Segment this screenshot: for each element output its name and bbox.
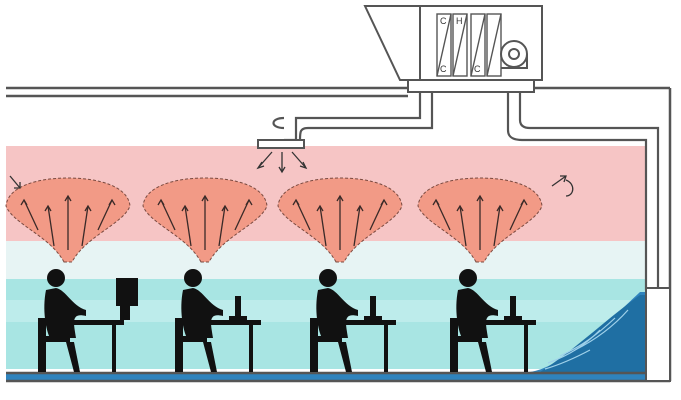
- ahu-intake-hood: [365, 6, 420, 80]
- coil-label-3: C: [440, 64, 447, 74]
- diffuser-icon: [258, 140, 304, 148]
- coil-label-4: C: [474, 64, 481, 74]
- ahu-base: [408, 80, 534, 92]
- supply-duct-left-inner: [284, 92, 432, 140]
- coil-label-1: C: [440, 16, 447, 26]
- coil-label-2: H: [456, 16, 463, 26]
- air-handler-icon: C H C C: [365, 6, 542, 92]
- supply-outlet-icon: [646, 288, 670, 381]
- left-duct-drop: [274, 118, 285, 128]
- fan-icon: [501, 41, 527, 68]
- supply-duct-left-outer: [296, 92, 420, 140]
